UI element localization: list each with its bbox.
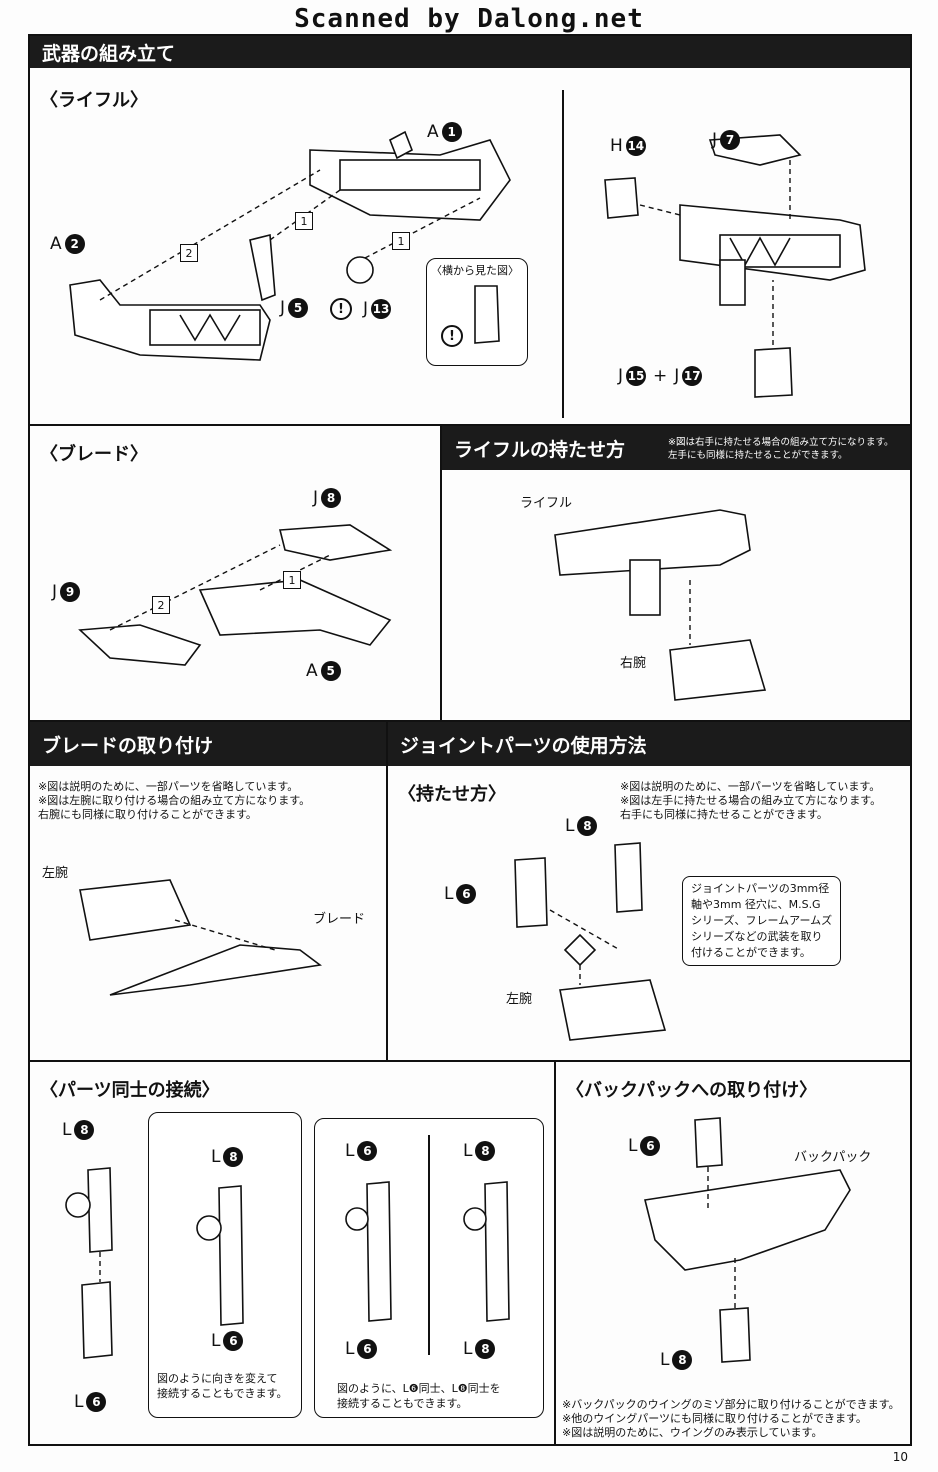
- left-arm-part: [559, 979, 667, 1041]
- joint-part-l6: [514, 857, 548, 928]
- subsection-rifle: 〈ライフル〉: [40, 90, 148, 111]
- rifle-grip-part: [719, 259, 746, 306]
- rifle-attachment-diagram: [604, 134, 866, 398]
- divider: [30, 1060, 910, 1062]
- rifle-hold-diagram: [554, 509, 767, 701]
- divider: [386, 720, 388, 1060]
- subsection-hold: 〈持たせ方〉: [398, 784, 506, 805]
- blade-assembly-diagram: [78, 524, 393, 666]
- link-part-j5: [249, 233, 276, 302]
- blade-attach-note: ※図は説明のために、一部パーツを省略しています。 ※図は左腕に取り付ける場合の組…: [38, 780, 311, 821]
- divider: [30, 424, 910, 426]
- watermark: Scanned by Dalong.net: [294, 4, 644, 34]
- section-title-blade-attach: ブレードの取り付け: [30, 722, 386, 766]
- blade-upper-part-j8: [278, 524, 393, 561]
- backpack-note: ※バックパックのウイングのミゾ部分に取り付けることができます。 ※他のウイングパ…: [562, 1398, 900, 1439]
- blade-part-j9: [78, 624, 202, 666]
- backpack-wing-part: [644, 1169, 851, 1271]
- joint-callout: ジョイントパーツの3mm径 軸や3mm 径穴に、M.S.G シリーズ、フレームア…: [682, 876, 842, 966]
- joint-part-l8: [614, 842, 643, 913]
- warning-icon: !: [441, 325, 463, 347]
- direction-diamond-icon: [563, 933, 597, 967]
- blade-attach-diagram: [79, 879, 323, 996]
- section-title-rifle-hold: ライフルの持たせ方: [442, 426, 910, 470]
- joint-note: ※図は説明のために、一部パーツを省略しています。 ※図は左手に持たせる場合の組み…: [620, 780, 882, 821]
- right-arm-label: 右腕: [620, 656, 647, 671]
- rotated-joint-icon: [196, 1185, 244, 1326]
- divider: [554, 1060, 556, 1444]
- l6-pair-icon: [345, 1181, 392, 1322]
- part-j15-j17: [754, 347, 793, 398]
- step-1-marker: 1: [392, 232, 410, 250]
- rifle-assembly-diagram: [69, 130, 511, 361]
- divider: [562, 90, 564, 418]
- side-view-peg-icon: [474, 285, 500, 344]
- parts-connect-diagram: [65, 1167, 113, 1359]
- blade-part: [109, 944, 323, 996]
- backpack-label: バックパック: [794, 1150, 872, 1165]
- subsection-backpack: 〈バックパックへの取り付け〉: [566, 1080, 818, 1101]
- backpack-attach-diagram: [644, 1117, 851, 1363]
- subsection-blade: 〈ブレード〉: [40, 444, 148, 465]
- rifle-grip: [629, 559, 661, 616]
- divider: [30, 720, 910, 722]
- step-2-marker: 2: [152, 596, 170, 614]
- l8-pair-icon: [463, 1181, 510, 1322]
- left-arm-label: 左腕: [506, 992, 533, 1007]
- subsection-parts-connect: 〈パーツ同士の接続〉: [40, 1080, 220, 1101]
- divider: [428, 1135, 430, 1355]
- joint-hold-diagram: [514, 842, 667, 1041]
- page-number: 10: [892, 1450, 908, 1464]
- divider: [440, 424, 442, 720]
- peg-part-j13: [346, 256, 374, 284]
- inset-caption: 図のように向きを変えて 接続することもできます。: [157, 1372, 288, 1400]
- blade-part-a5: [198, 579, 392, 646]
- left-arm-part: [79, 879, 192, 941]
- warning-icon: !: [330, 298, 352, 320]
- section-title-joint: ジョイントパーツの使用方法: [388, 722, 910, 766]
- inset-caption: 図のように、L❻同士、L❽同士を 接続することもできます。: [337, 1382, 501, 1410]
- rifle-upper-frame-detail: [339, 159, 481, 191]
- section-title-weapon: 武器の組み立て: [30, 36, 910, 68]
- left-arm-label: 左腕: [42, 866, 69, 881]
- joint-part-l6: [694, 1117, 723, 1168]
- step-1-marker: 1: [295, 212, 313, 230]
- rifle-label: ライフル: [520, 496, 573, 511]
- side-view-caption: 〈横から見た図〉: [431, 264, 519, 277]
- page-frame: [28, 34, 912, 1446]
- step-2-marker: 2: [180, 244, 198, 262]
- step-1-marker: 1: [283, 571, 301, 589]
- right-arm-part: [669, 639, 767, 701]
- rifle-part: [554, 509, 751, 576]
- side-view-inset: 〈横から見た図〉 !: [426, 258, 528, 366]
- blade-label: ブレード: [313, 912, 366, 927]
- part-h14: [604, 177, 639, 219]
- rifle-hold-note: ※図は右手に持たせる場合の組み立て方になります。 左手にも同様に持たせることがで…: [668, 437, 894, 461]
- joint-part-l8: [719, 1307, 751, 1363]
